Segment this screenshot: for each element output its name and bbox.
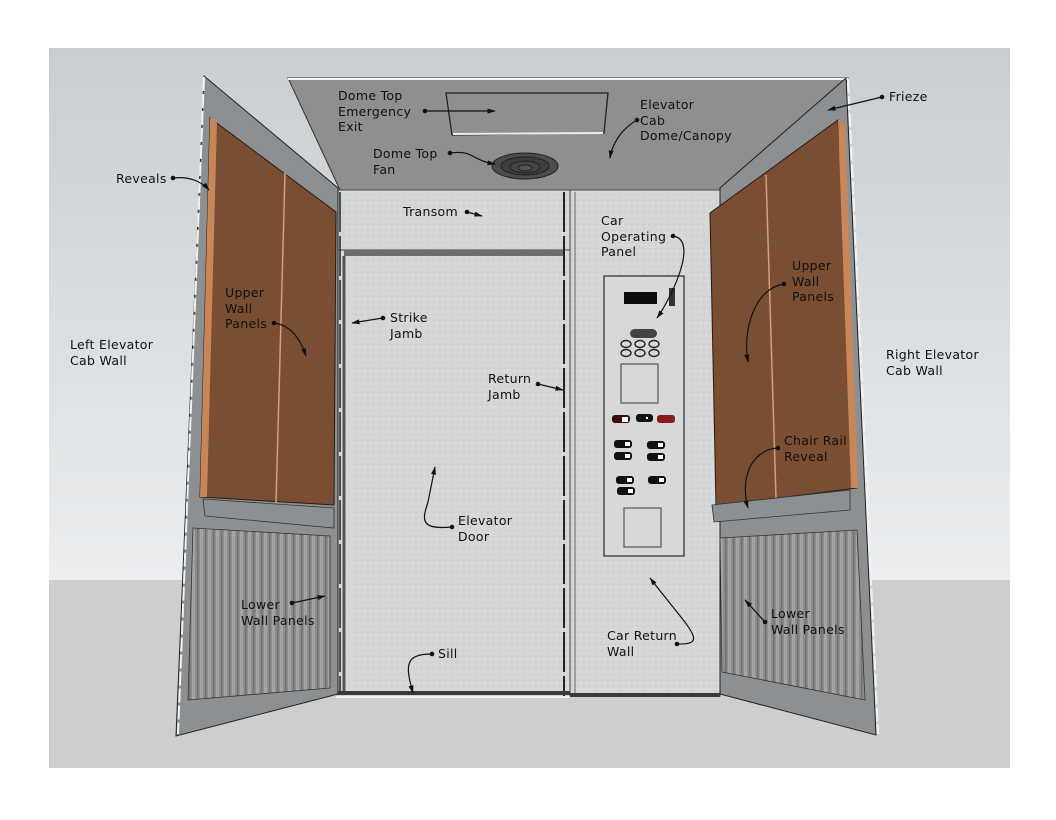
label-dome-top-fan: Dome Top Fan [373, 146, 438, 177]
car-operating-panel-shape [603, 275, 685, 557]
label-elevator-cab-dome-canopy: Elevator Cab Dome/Canopy [640, 97, 732, 143]
label-upper-wall-panels-left: Upper Wall Panels [225, 285, 268, 331]
elevator-door-shape [338, 256, 570, 696]
label-lower-wall-panels-left: Lower Wall Panels [241, 597, 315, 628]
label-reveals: Reveals [116, 171, 167, 186]
label-elevator-door: Elevator Door [458, 513, 513, 544]
label-upper-wall-panels-right: Upper Wall Panels [792, 258, 835, 304]
label-strike-jamb: Strike Jamb [390, 310, 428, 341]
dome-fan-shape [491, 152, 559, 180]
label-sill: Sill [438, 646, 458, 661]
leader-dots [170, 94, 885, 657]
label-right-elevator-cab-wall: Right Elevator Cab Wall [886, 347, 979, 378]
label-car-operating-panel: Car Operating Panel [601, 213, 667, 259]
right-wall-shape [709, 76, 879, 736]
leader-lines [172, 96, 883, 694]
label-car-return-wall: Car Return Wall [607, 628, 677, 659]
label-return-jamb: Return Jamb [488, 371, 532, 402]
emergency-exit-hatch [445, 92, 609, 136]
label-transom: Transom [403, 204, 458, 219]
label-dome-top-emergency-exit: Dome Top Emergency Exit [338, 88, 412, 134]
label-lower-wall-panels-right: Lower Wall Panels [771, 606, 845, 637]
label-frieze: Frieze [889, 89, 928, 104]
left-wall-shape [175, 74, 339, 737]
label-chair-rail-reveal: Chair Rail Reveal [784, 433, 847, 464]
sill-shape [336, 691, 570, 695]
label-left-elevator-cab-wall: Left Elevator Cab Wall [70, 337, 154, 368]
